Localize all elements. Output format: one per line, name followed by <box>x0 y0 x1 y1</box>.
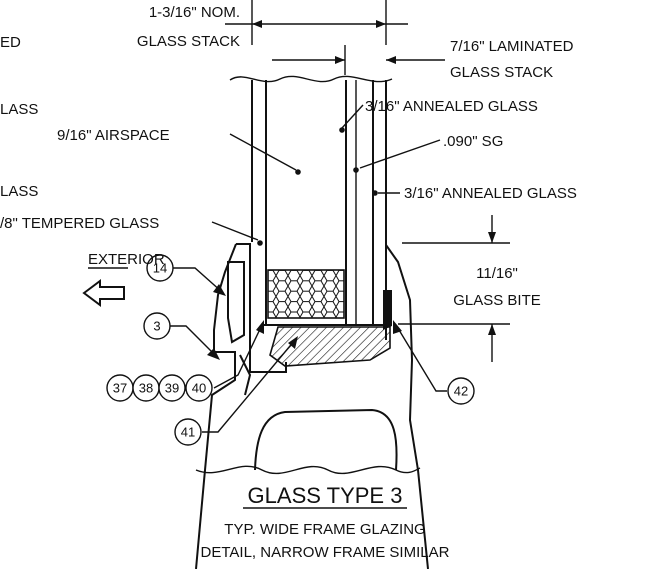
svg-text:39: 39 <box>165 381 179 396</box>
leader-lines <box>170 104 447 433</box>
callout-3: 3 <box>143 312 171 340</box>
title-main: GLASS TYPE 3 <box>248 483 403 508</box>
callout-40: 40 <box>185 374 213 402</box>
svg-text:3: 3 <box>153 319 160 334</box>
label-exterior: EXTERIOR <box>88 251 165 268</box>
title-line2: DETAIL, NARROW FRAME SIMILAR <box>201 544 450 561</box>
label-laminated-2: GLASS STACK <box>450 64 553 81</box>
callout-37: 37 <box>106 374 134 402</box>
svg-text:37: 37 <box>113 381 127 396</box>
label-laminated: 7/16" LAMINATED <box>450 38 574 55</box>
svg-text:42: 42 <box>454 384 468 399</box>
label-annealed-bottom: 3/16" ANNEALED GLASS <box>404 185 577 202</box>
callout-42: 42 <box>447 377 475 405</box>
annotation-labels: 1-3/16" NOM. GLASS STACK ED 7/16" LAMINA… <box>0 4 577 309</box>
label-nom-stack: 1-3/16" NOM. <box>149 4 240 21</box>
svg-text:41: 41 <box>181 425 195 440</box>
title-line1: TYP. WIDE FRAME GLAZING <box>224 521 425 538</box>
label-partial-lass-2: LASS <box>0 183 38 200</box>
callout-14: 14 <box>146 254 174 282</box>
dimension-glass-bite <box>398 215 510 362</box>
dimension-nom-stack <box>225 0 408 45</box>
callout-38: 38 <box>132 374 160 402</box>
label-partial-ed: ED <box>0 34 21 51</box>
dimension-laminated-stack <box>272 45 445 75</box>
svg-text:14: 14 <box>153 261 167 276</box>
callout-41: 41 <box>174 418 202 446</box>
label-bite-1: 11/16" <box>476 265 518 282</box>
label-tempered: /8" TEMPERED GLASS <box>0 215 159 232</box>
svg-text:38: 38 <box>139 381 153 396</box>
label-annealed-top: 3/16" ANNEALED GLASS <box>365 98 538 115</box>
label-partial-lass-1: LASS <box>0 101 38 118</box>
label-nom-stack-2: GLASS STACK <box>137 33 240 50</box>
title-block: GLASS TYPE 3 TYP. WIDE FRAME GLAZING DET… <box>201 483 450 561</box>
label-airspace: 9/16" AIRSPACE <box>57 127 170 144</box>
callout-39: 39 <box>158 374 186 402</box>
frame-profile <box>195 243 429 569</box>
svg-text:40: 40 <box>192 381 206 396</box>
warm-edge-spacer <box>267 269 345 319</box>
label-bite-2: GLASS BITE <box>453 292 541 309</box>
label-sg: .090" SG <box>443 133 503 150</box>
exterior-arrow-icon <box>82 267 128 307</box>
callout-bubbles: 14 3 37 38 39 40 41 42 <box>106 254 475 446</box>
